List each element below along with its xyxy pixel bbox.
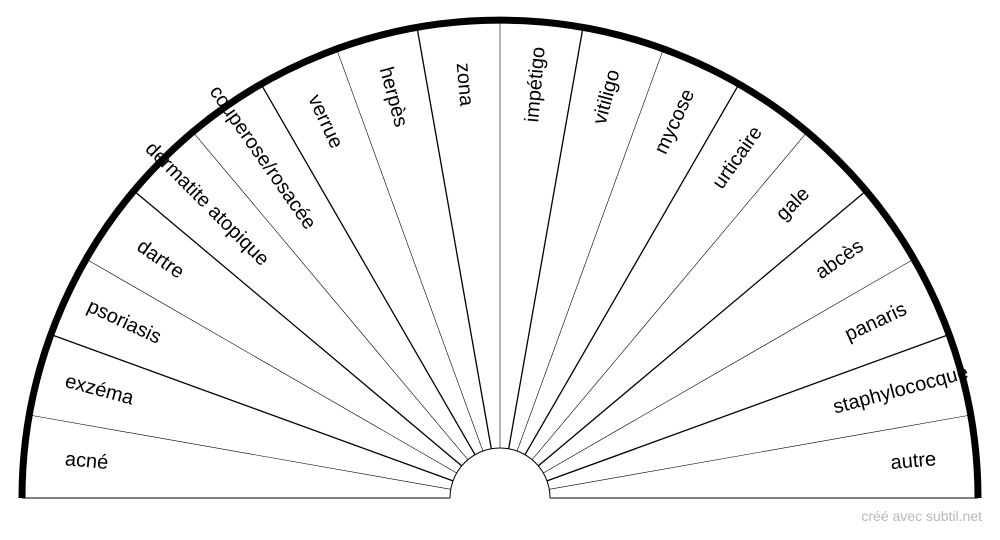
sector-divider [531, 131, 808, 460]
sector-divider [336, 48, 484, 452]
sector-divider [543, 258, 915, 474]
sector-label: abcès [811, 235, 867, 284]
sector-label: urticaire [708, 122, 767, 193]
sector-label: zona [452, 62, 478, 108]
sector-label: verrue [303, 91, 347, 152]
credit-text: créé avec subtil.net [861, 508, 982, 524]
sector-divider [50, 333, 454, 482]
sector-label: dartre [133, 235, 188, 283]
sector-label: herpès [375, 65, 412, 130]
sector-divider [29, 414, 451, 490]
hub-arc [449, 447, 551, 499]
sector-label: gale [772, 183, 814, 225]
sector-divider [133, 190, 463, 467]
sector-divider [416, 27, 492, 449]
sector-divider [516, 48, 664, 452]
sector-label: autre [890, 448, 937, 474]
sector-divider [537, 190, 867, 467]
sector-label: acné [64, 448, 109, 474]
sector-divider [508, 27, 584, 449]
sector-divider [524, 83, 740, 456]
sector-label: panaris [841, 298, 910, 346]
sector-divider [260, 83, 476, 456]
sector-divider [549, 414, 971, 490]
sector-divider [192, 131, 469, 460]
sector-label: psoriasis [84, 295, 165, 348]
sector-label: impétigo [521, 46, 550, 123]
sector-label: exzéma [63, 370, 137, 410]
sector-label: vitiligo [589, 67, 625, 126]
sector-divider [85, 258, 457, 474]
sector-divider [546, 333, 950, 482]
sector-label: mycose [650, 86, 699, 158]
outer-arc [18, 16, 982, 499]
